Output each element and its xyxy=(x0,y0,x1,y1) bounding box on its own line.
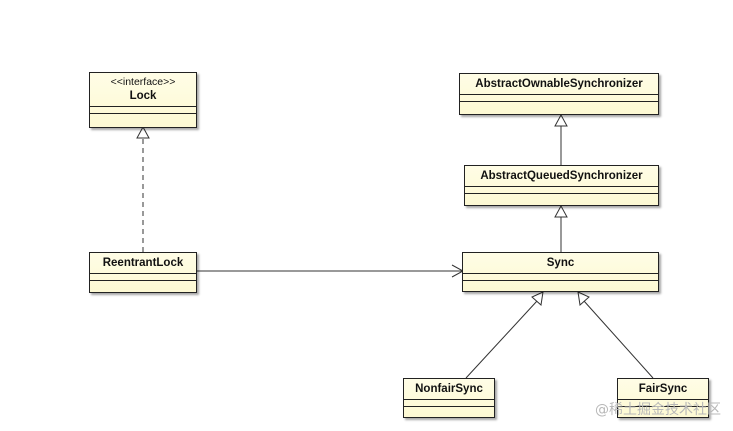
class-aqs-operations xyxy=(465,194,658,200)
class-nonfair-sync[interactable]: NonfairSync xyxy=(403,378,495,418)
class-aos-name: AbstractOwnableSynchronizer xyxy=(460,74,658,95)
class-aqs-attributes xyxy=(465,187,658,194)
class-abstract-ownable-synchronizer[interactable]: AbstractOwnableSynchronizer xyxy=(459,73,659,115)
class-aos-attributes xyxy=(460,95,658,102)
class-lock[interactable]: <<interface>> Lock xyxy=(89,72,197,128)
generalization-arrowhead xyxy=(577,291,590,306)
class-nonfair-sync-attributes xyxy=(404,400,494,407)
class-lock-name: Lock xyxy=(129,90,157,102)
class-reentrant-lock[interactable]: ReentrantLock xyxy=(89,252,197,293)
class-reentrant-lock-operations xyxy=(90,281,196,287)
class-sync-operations xyxy=(463,281,658,287)
generalization-line xyxy=(583,300,654,379)
class-fair-sync-name: FairSync xyxy=(618,379,708,400)
class-aqs-name: AbstractQueuedSynchronizer xyxy=(465,166,658,187)
class-abstract-queued-synchronizer[interactable]: AbstractQueuedSynchronizer xyxy=(464,165,659,206)
class-lock-stereotype: <<interface>> xyxy=(110,76,176,88)
class-lock-operations xyxy=(90,114,196,120)
generalization-arrowhead xyxy=(554,113,568,127)
generalization-arrowhead xyxy=(531,291,544,306)
class-lock-header: <<interface>> Lock xyxy=(90,73,196,107)
generalization-arrowhead xyxy=(554,204,568,218)
class-lock-attributes xyxy=(90,107,196,114)
class-fair-sync-attributes xyxy=(618,400,708,407)
class-sync-name: Sync xyxy=(463,253,658,274)
watermark: @稀土掘金技术社区 xyxy=(595,402,721,418)
class-sync[interactable]: Sync xyxy=(462,252,659,292)
class-reentrant-lock-name: ReentrantLock xyxy=(90,253,196,274)
class-nonfair-sync-operations xyxy=(404,407,494,413)
class-sync-attributes xyxy=(463,274,658,281)
class-fair-sync[interactable]: FairSync xyxy=(617,378,709,418)
realization-arrowhead xyxy=(136,125,150,139)
class-nonfair-sync-name: NonfairSync xyxy=(404,379,494,400)
class-reentrant-lock-attributes xyxy=(90,274,196,281)
generalization-line xyxy=(465,300,538,379)
class-aos-operations xyxy=(460,102,658,108)
